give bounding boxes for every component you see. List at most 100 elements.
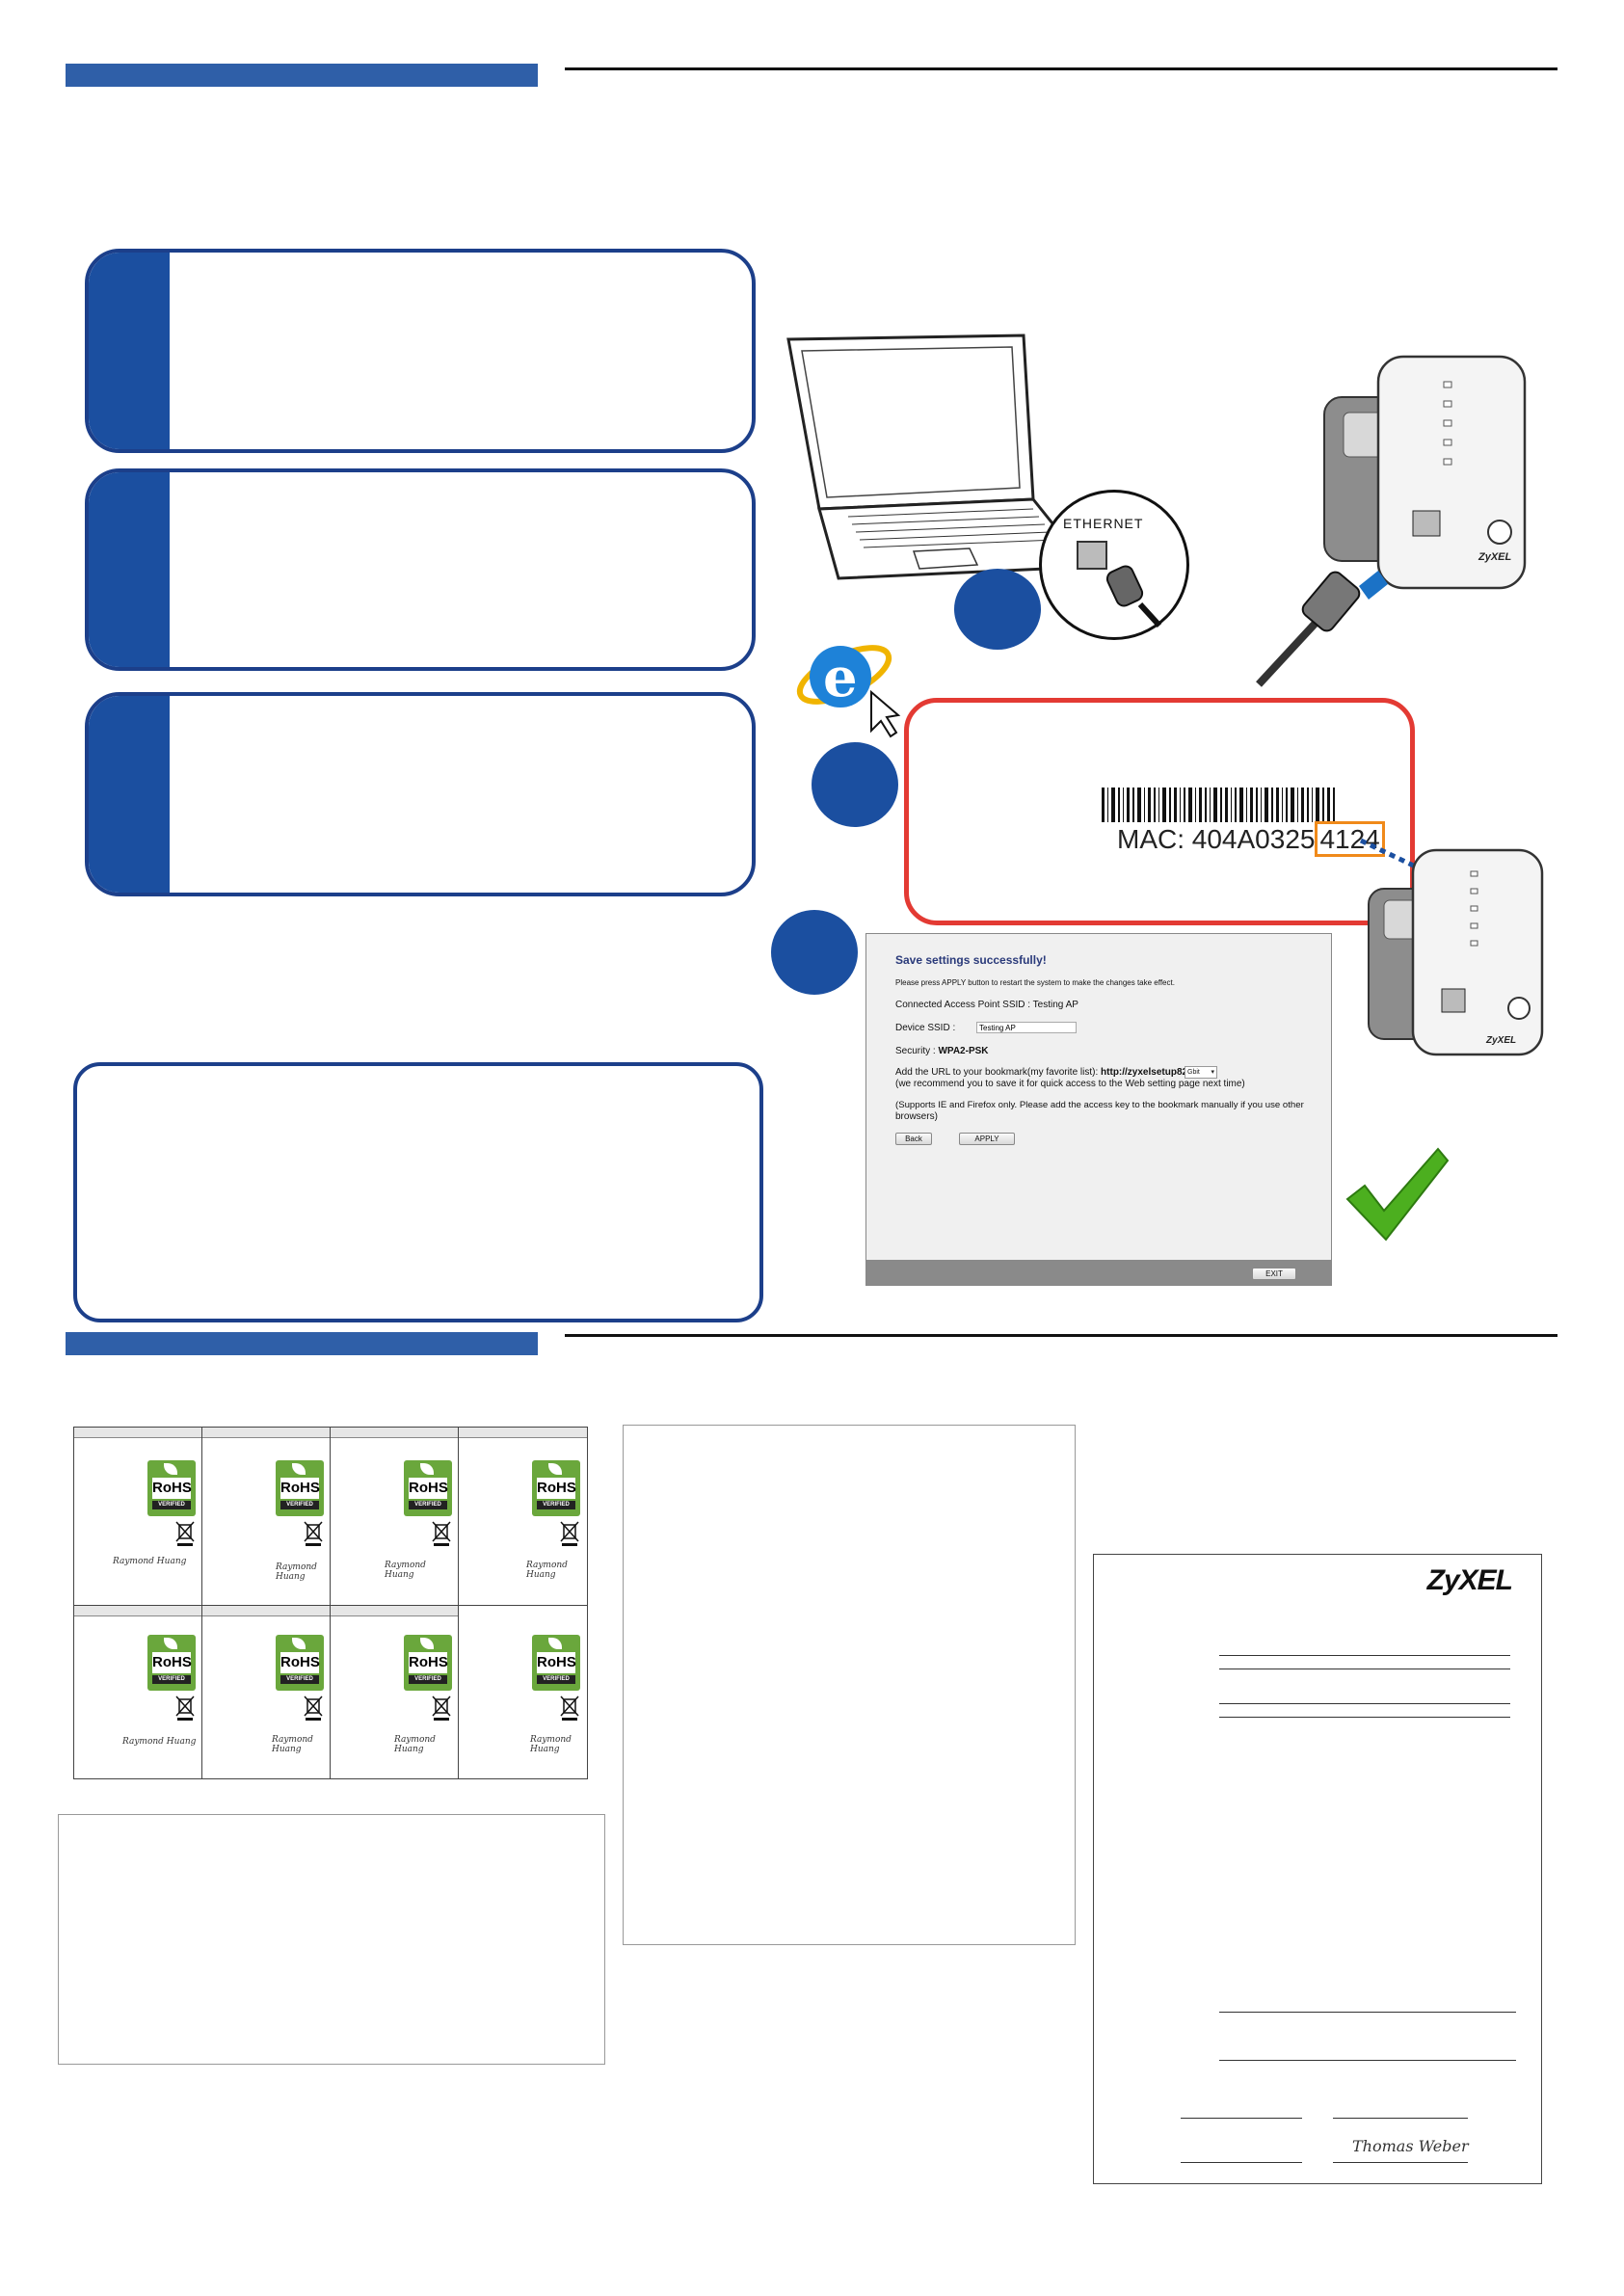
form-line <box>1219 1717 1510 1718</box>
signature: Raymond Huang <box>272 1735 313 1754</box>
rohs-text: RoHS <box>537 1478 576 1499</box>
grid-row-divider <box>74 1605 587 1606</box>
signature: Raymond Huang <box>394 1735 436 1754</box>
step-tab <box>89 696 170 893</box>
rohs-leaf-icon <box>292 1463 306 1475</box>
ethernet-zoom: ETHERNET <box>1039 490 1189 640</box>
rohs-badge: RoHS VERIFIED <box>147 1635 196 1691</box>
section-header-rule <box>565 67 1557 70</box>
step-marker-2 <box>812 742 898 827</box>
rohs-leaf-icon <box>292 1638 306 1649</box>
compliance-cell: RoHS VERIFIED Raymond Huang <box>74 1606 202 1778</box>
rohs-verified-text: VERIFIED <box>537 1501 575 1509</box>
cell-header <box>459 1428 587 1438</box>
cell-header <box>74 1428 201 1438</box>
rohs-text: RoHS <box>152 1652 192 1673</box>
rohs-text: RoHS <box>409 1478 448 1499</box>
step-marker-3 <box>771 910 858 995</box>
rohs-verified-text: VERIFIED <box>280 1501 319 1509</box>
rohs-text: RoHS <box>537 1652 576 1673</box>
security-line: Security : WPA2-PSK <box>895 1046 989 1056</box>
form-line <box>1219 1655 1510 1656</box>
weee-bin-icon <box>175 1695 195 1721</box>
rohs-verified-text: VERIFIED <box>409 1675 447 1684</box>
declaration-signature: Thomas Weber <box>1352 2137 1469 2155</box>
form-line <box>1181 2118 1302 2119</box>
ethernet-label: ETHERNET <box>1063 516 1144 531</box>
rohs-leaf-icon <box>164 1463 177 1475</box>
section-header-rule-2 <box>565 1334 1557 1337</box>
laptop-illustration <box>786 334 1089 580</box>
apply-button[interactable]: APPLY <box>959 1133 1015 1145</box>
ethernet-plug-icon <box>1105 565 1162 627</box>
bookmark-select[interactable]: Gbit ▾ <box>1185 1066 1217 1079</box>
signature: Raymond Huang <box>122 1737 197 1747</box>
weee-bin-icon <box>304 1521 323 1546</box>
settings-title: Save settings successfully! <box>895 953 1047 967</box>
rohs-verified-text: VERIFIED <box>152 1675 191 1684</box>
browser-note-1: (Supports IE and Firefox only. Please ad… <box>895 1100 1304 1110</box>
step-tab <box>89 472 170 667</box>
device-brand-top: ZyXEL <box>1478 551 1512 563</box>
ie-browser-icon[interactable]: e <box>790 625 906 740</box>
bookmark-url[interactable]: http://zyxelsetup82fa <box>1101 1067 1196 1078</box>
weee-bin-icon <box>432 1695 451 1721</box>
ethernet-cable <box>1256 571 1388 687</box>
weee-bin-icon <box>560 1695 579 1721</box>
step-box-3 <box>85 692 756 896</box>
info-box-left <box>58 1814 605 2065</box>
extender-device-top <box>1323 355 1527 590</box>
back-button[interactable]: Back <box>895 1133 932 1145</box>
rohs-verified-text: VERIFIED <box>280 1675 319 1684</box>
rohs-leaf-icon <box>548 1638 562 1649</box>
weee-bin-icon <box>560 1521 579 1546</box>
rohs-leaf-icon <box>420 1638 434 1649</box>
declaration-brand-logo: ZyXEL <box>1426 1564 1513 1596</box>
exit-button[interactable]: EXIT <box>1252 1268 1296 1280</box>
step-box-1 <box>85 249 756 453</box>
rohs-verified-text: VERIFIED <box>152 1501 191 1509</box>
rohs-leaf-icon <box>548 1463 562 1475</box>
settings-screenshot: Save settings successfully! Please press… <box>865 933 1332 1286</box>
cell-header <box>74 1606 201 1616</box>
section-header-bar-2 <box>66 1332 538 1355</box>
rohs-text: RoHS <box>280 1652 320 1673</box>
weee-bin-icon <box>432 1521 451 1546</box>
svg-text:e: e <box>823 646 858 709</box>
compliance-cell: RoHS VERIFIED Raymond Huang <box>459 1428 587 1605</box>
bookmark-select-value: Gbit <box>1187 1069 1200 1076</box>
ethernet-port-icon <box>1077 541 1107 570</box>
security-value: WPA2-PSK <box>938 1046 989 1056</box>
form-line <box>1219 2012 1516 2013</box>
security-label: Security : <box>895 1046 936 1056</box>
device-ssid-input[interactable] <box>976 1022 1077 1033</box>
barcode <box>1102 788 1335 822</box>
weee-bin-icon <box>304 1695 323 1721</box>
rohs-leaf-icon <box>420 1463 434 1475</box>
cell-header <box>331 1606 458 1616</box>
chevron-down-icon: ▾ <box>1211 1069 1214 1076</box>
connected-ap-label: Connected Access Point SSID : Testing AP <box>895 1000 1078 1010</box>
cell-header <box>202 1428 330 1438</box>
form-line <box>1333 2118 1468 2119</box>
success-check-icon <box>1345 1147 1450 1241</box>
extender-device-bottom <box>1368 848 1544 1056</box>
bookmark-line: Add the URL to your bookmark(my favorite… <box>895 1067 1196 1078</box>
signature: Raymond Huang <box>526 1561 568 1580</box>
info-box-middle <box>623 1425 1076 1945</box>
bookmark-label: Add the URL to your bookmark(my favorite… <box>895 1067 1099 1078</box>
step-marker-1 <box>954 569 1041 650</box>
declaration-box: ZyXEL Thomas Weber <box>1093 1554 1542 2184</box>
rohs-badge: RoHS VERIFIED <box>276 1635 324 1691</box>
device-ssid-label: Device SSID : <box>895 1023 956 1033</box>
form-line <box>1219 1703 1510 1704</box>
